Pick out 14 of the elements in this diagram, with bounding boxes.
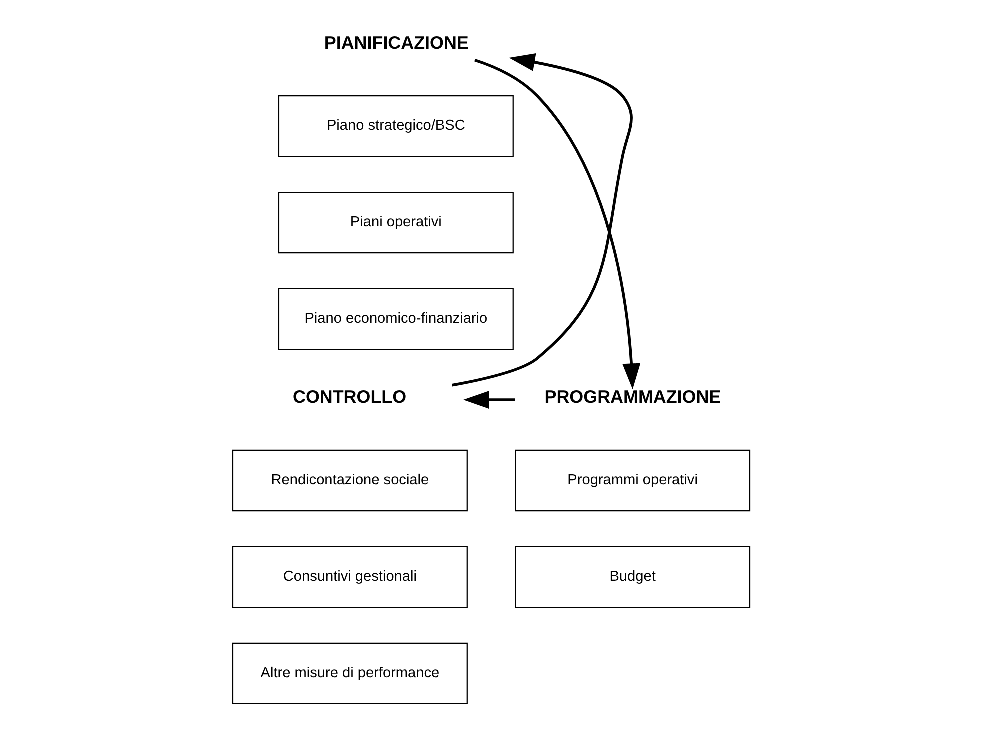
arrow [464,390,516,410]
node-box: Programmi operativi [515,450,751,512]
node-box: Altre misure di performance [232,642,468,705]
node-box: Budget [515,546,751,608]
node-text: PROGRAMMAZIONE [544,387,722,408]
node-box: Piani operativi [278,192,514,254]
node-box: Piano strategico/BSC [278,96,514,158]
arrow [474,58,641,390]
node-box: Rendicontazione sociale [232,450,468,512]
node-text: PIANIFICAZIONE [324,32,469,53]
arrow [452,54,633,387]
node-box: Consuntivi gestionali [232,546,468,608]
node-text: CONTROLLO [292,387,407,408]
node-box: Piano economico-finanziario [278,288,514,350]
